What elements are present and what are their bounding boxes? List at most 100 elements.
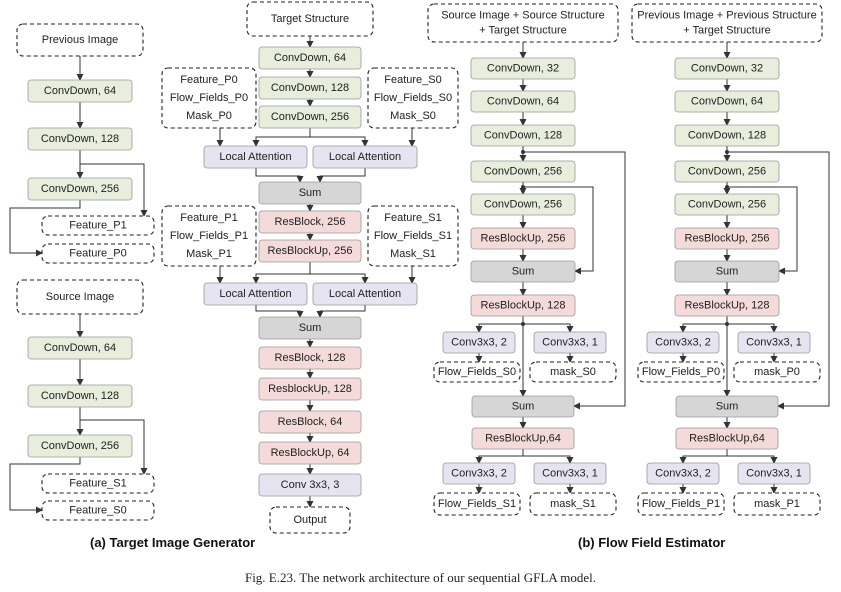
feature-p0-output: Feature_P0 [41, 243, 155, 264]
source-flow-fields-0: Flow_Fields_S0 [433, 361, 521, 383]
s-convdown-64: ConvDown, 64 [27, 336, 133, 360]
source-convdown-256b-label: ConvDown, 256 [484, 199, 562, 211]
source-convdown-64: ConvDown, 64 [470, 90, 576, 113]
previous-resblockup-128: ResBlockUp, 128 [674, 294, 780, 317]
s-convdown-256-label: ConvDown, 256 [41, 440, 119, 452]
source-resblockup-256-label: ResBlockUp, 256 [481, 233, 566, 245]
previous-convdown-256a-label: ConvDown, 256 [688, 166, 766, 178]
source-mask-1-label: mask_S1 [550, 498, 596, 510]
previous-convdown-128-label: ConvDown, 128 [688, 130, 766, 142]
source-convdown-64-label: ConvDown, 64 [487, 96, 559, 108]
source-convdown-128-label: ConvDown, 128 [484, 130, 562, 142]
previous-conv3x3-2-top-label: Conv3x3, 2 [655, 337, 711, 349]
feature-s1-output-label: Feature_S1 [69, 478, 126, 490]
gen-resblockup-128: ResblockUp, 128 [258, 377, 362, 401]
connector-arrow [727, 151, 830, 410]
previous-resblockup-256-label: ResBlockUp, 256 [685, 233, 770, 245]
connector-arrow [523, 151, 626, 410]
connector-arrow [523, 455, 574, 464]
s-convdown-128-label: ConvDown, 128 [41, 390, 119, 402]
source-resblockup-256: ResBlockUp, 256 [470, 227, 576, 250]
gen-resblock-64: ResBlock, 64 [258, 410, 362, 434]
local-attention-2a-label: Local Attention [219, 288, 291, 300]
source-conv3x3-2-bottom-label: Conv3x3, 2 [451, 468, 507, 480]
local-attention-1b: Local Attention [312, 145, 418, 169]
previous-convdown-64: ConvDown, 64 [674, 90, 780, 113]
feature-p1-output: Feature_P1 [41, 215, 155, 236]
connector-arrow [679, 323, 727, 333]
subcaption-b: (b) Flow Field Estimator [578, 535, 726, 550]
gen-resblockup-128-label: ResblockUp, 128 [268, 383, 352, 395]
connector-arrow [80, 163, 148, 217]
source-conv3x3-1-top-label: Conv3x3, 1 [542, 337, 598, 349]
connector-arrow [310, 136, 369, 147]
source-conv3x3-1-bottom: Conv3x3, 1 [533, 462, 607, 485]
source-image-input: Source Image [16, 279, 144, 315]
previous-flow-fields-1: Flow_Fields_P1 [637, 492, 725, 516]
s-convdown-256: ConvDown, 256 [27, 434, 133, 458]
previous-conv3x3-2-bottom: Conv3x3, 2 [646, 462, 720, 485]
s-convdown-128: ConvDown, 128 [27, 384, 133, 408]
input-s1-group-line-1: Flow_Fields_S1 [374, 230, 452, 242]
connector-arrow [80, 419, 148, 475]
feature-p0-output-label: Feature_P0 [69, 248, 126, 260]
source-image-input-label: Source Image [46, 291, 114, 303]
connector-arrow [252, 128, 311, 147]
previous-inputs: Previous Image + Previous Structure+ Tar… [631, 3, 823, 43]
source-convdown-256b: ConvDown, 256 [470, 193, 576, 216]
connector-arrow [727, 455, 778, 464]
previous-convdown-128: ConvDown, 128 [674, 124, 780, 147]
connector-arrow [727, 323, 778, 333]
previous-mask-1-label: mask_P1 [754, 498, 800, 510]
previous-conv3x3-1-bottom-label: Conv3x3, 1 [746, 468, 802, 480]
previous-convdown-256b-label: ConvDown, 256 [688, 199, 766, 211]
source-convdown-256a: ConvDown, 256 [470, 160, 576, 183]
previous-convdown-64-label: ConvDown, 64 [691, 96, 763, 108]
connector-arrow [475, 323, 523, 333]
connector-arrow [679, 449, 728, 464]
previous-resblockup-128-label: ResBlockUp, 128 [685, 300, 770, 312]
gen-resblock-64-label: ResBlock, 64 [278, 416, 343, 428]
source-mask-1: mask_S1 [529, 492, 617, 516]
p-convdown-128: ConvDown, 128 [27, 127, 133, 151]
previous-resblockup-256: ResBlockUp, 256 [674, 227, 780, 250]
gen-sum-2-label: Sum [299, 322, 322, 334]
previous-mask-0: mask_P0 [733, 361, 821, 383]
input-s0-group-line-2: Mask_S0 [390, 110, 436, 122]
source-sum-1: Sum [470, 260, 576, 283]
previous-resblockup-64: ResBlockUp,64 [675, 427, 779, 450]
source-conv3x3-1-top: Conv3x3, 1 [533, 331, 607, 354]
gen-conv-3x3-3: Conv 3x3, 3 [258, 473, 362, 497]
local-attention-2b-label: Local Attention [329, 288, 401, 300]
previous-convdown-256a: ConvDown, 256 [674, 160, 780, 183]
input-p0-group-line-0: Feature_P0 [180, 74, 237, 86]
gen-convdown-256-label: ConvDown, 256 [271, 111, 349, 123]
source-inputs-line-1: + Target Structure [479, 25, 567, 37]
source-mask-0-label: mask_S0 [550, 366, 596, 378]
previous-conv3x3-1-top-label: Conv3x3, 1 [746, 337, 802, 349]
previous-conv3x3-2-bottom-label: Conv3x3, 2 [655, 468, 711, 480]
local-attention-1a: Local Attention [203, 145, 308, 169]
local-attention-2a: Local Attention [203, 282, 308, 306]
connector-arrow [9, 457, 81, 514]
previous-convdown-32: ConvDown, 32 [674, 57, 780, 80]
input-s0-group-line-0: Feature_S0 [384, 74, 441, 86]
previous-inputs-line-0: Previous Image + Previous Structure [637, 10, 816, 22]
source-inputs-line-0: Source Image + Source Structure [441, 10, 605, 22]
connector-arrow [523, 323, 574, 333]
previous-sum-2-label: Sum [716, 401, 739, 413]
gen-resblockup-64-label: ResBlockUp, 64 [271, 447, 350, 459]
previous-image-input-label: Previous Image [42, 34, 118, 46]
input-p0-group-line-2: Mask_P0 [186, 110, 232, 122]
connector-arrow [475, 449, 524, 464]
gen-convdown-64: ConvDown, 64 [258, 46, 362, 70]
input-s1-group-line-0: Feature_S1 [384, 212, 441, 224]
source-sum-1-label: Sum [512, 266, 535, 278]
figure-caption: Fig. E.23. The network architecture of o… [244, 570, 597, 585]
input-p0-group-line-1: Flow_Fields_P0 [170, 92, 248, 104]
p-convdown-64: ConvDown, 64 [27, 79, 133, 103]
previous-conv3x3-1-top: Conv3x3, 1 [737, 331, 811, 354]
